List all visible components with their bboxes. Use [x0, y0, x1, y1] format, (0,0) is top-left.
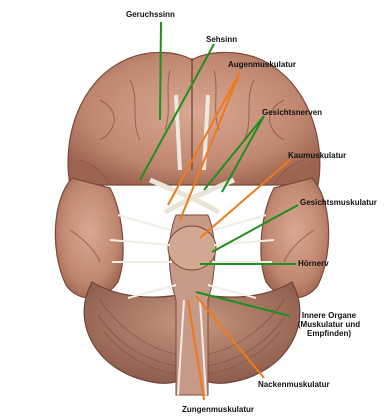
label-innere-organe: Innere Organe (Muskulatur und Empfinden)	[290, 311, 368, 338]
label-innere-organe-line-2: (Muskulatur und	[290, 320, 368, 329]
label-gesichtsmuskulatur: Gesichtsmuskulatur	[300, 198, 377, 207]
label-hoernerv: Hörnerv	[298, 259, 329, 268]
temporal-lobe-right	[261, 178, 329, 298]
label-gesichtsnerven: Gesichtsnerven	[262, 108, 322, 117]
label-geruchssinn: Geruchssinn	[126, 10, 175, 19]
label-augenmuskulatur: Augenmuskulatur	[228, 60, 296, 69]
label-zungenmuskulatur: Zungenmuskulatur	[182, 405, 254, 414]
temporal-lobe-left	[55, 178, 123, 298]
label-innere-organe-line-3: Empfinden)	[290, 329, 368, 338]
frontal-lobes	[68, 52, 320, 185]
label-sehsinn: Sehsinn	[206, 35, 237, 44]
pointer-geruchssinn	[160, 22, 161, 120]
label-innere-organe-line-1: Innere Organe	[290, 311, 368, 320]
label-kaumuskulatur: Kaumuskulatur	[288, 151, 346, 160]
label-nackenmuskulatur: Nackenmuskulatur	[258, 380, 330, 389]
